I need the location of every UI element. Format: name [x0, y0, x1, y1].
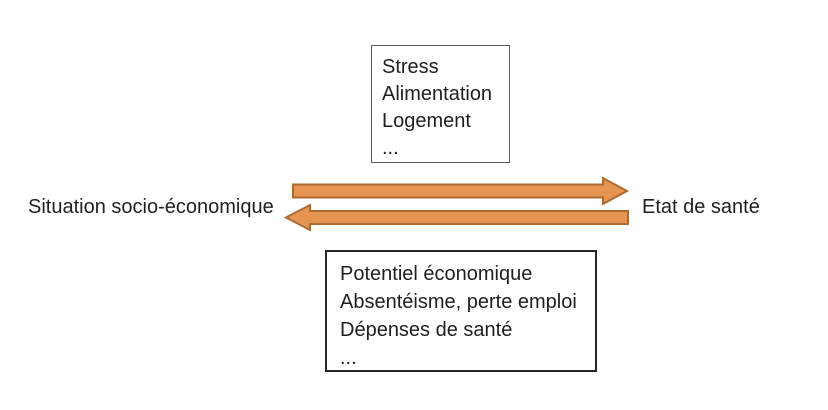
left-arrow-icon — [283, 203, 629, 232]
left-node-label: Situation socio-économique — [28, 196, 274, 218]
right-node-label: Etat de santé — [642, 196, 760, 218]
right-arrow-icon — [292, 176, 630, 206]
bottom-box-line: Dépenses de santé — [340, 319, 513, 341]
backward-arrow-group — [283, 203, 629, 232]
bottom-factors-box: Potentiel économique Absentéisme, perte … — [325, 250, 597, 372]
top-box-line: Stress — [382, 56, 439, 78]
top-box-line: Alimentation — [382, 83, 493, 105]
top-factors-box: Stress Alimentation Logement ... — [371, 45, 510, 163]
bottom-box-ellipsis: ... — [340, 347, 357, 369]
top-box-ellipsis: ... — [382, 137, 399, 159]
top-box-line: Logement — [382, 110, 471, 132]
forward-arrow-group — [292, 176, 630, 206]
bottom-box-line: Potentiel économique — [340, 263, 533, 285]
bottom-box-line: Absentéisme, perte emploi — [340, 291, 577, 313]
